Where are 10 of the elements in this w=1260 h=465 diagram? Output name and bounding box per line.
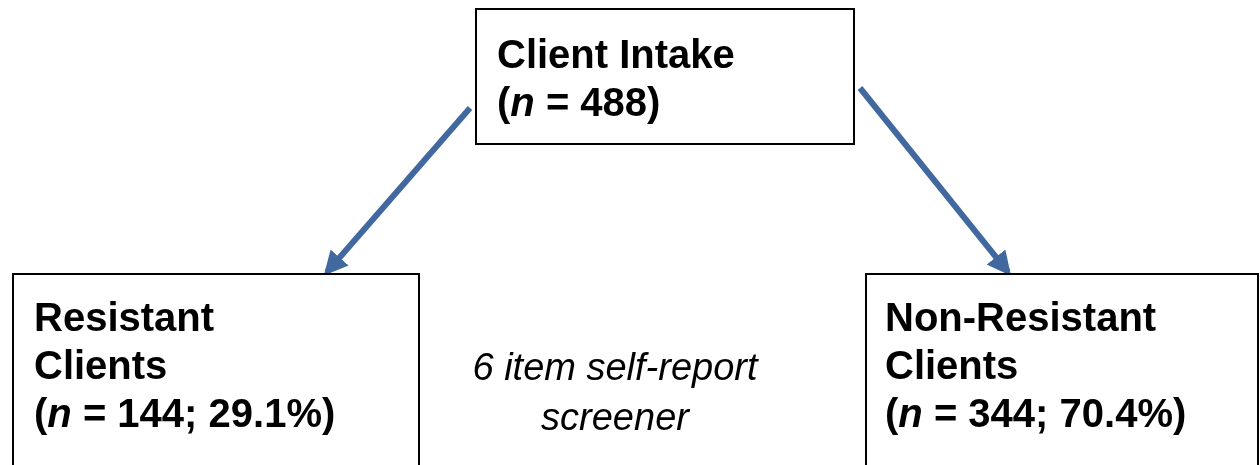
process-box <box>865 273 1259 465</box>
node-count: (n = 344; 70.4%) <box>885 390 1188 437</box>
process-box <box>475 8 855 145</box>
annotation-text: 6 item self-report screener <box>471 345 760 440</box>
arrow <box>323 106 473 276</box>
process-box <box>12 273 420 465</box>
arrow <box>857 86 1011 276</box>
node-count: (n = 144; 29.1%) <box>34 390 337 437</box>
node-count: (n = 488) <box>497 79 662 126</box>
node-title: Client Intake <box>497 31 736 78</box>
